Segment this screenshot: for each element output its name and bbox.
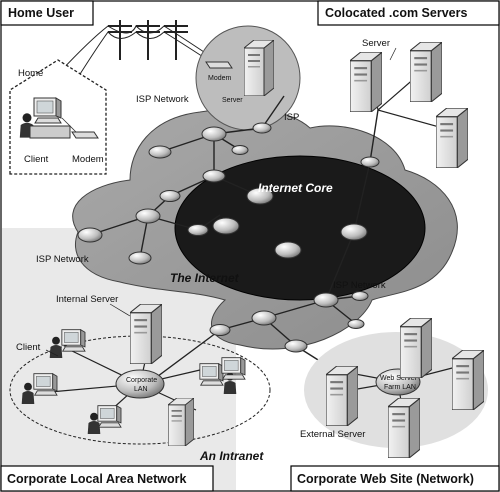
router [201,126,227,142]
colocated-title: Colocated .com Servers [325,6,467,20]
isp-network-top-label: ISP Network [136,94,189,105]
router [209,324,231,336]
corporate-lan-hub [115,369,165,399]
router [246,187,274,205]
colocated-server-icon [436,108,468,168]
web-server-farm-label-1: Web Server [380,375,417,382]
quadrant-title-colocated: Colocated .com Servers [317,0,500,26]
internet-core-label: Internet Core [258,181,333,195]
web-server-icon [400,318,432,378]
colocated-servers: Server [350,38,468,168]
router [135,208,161,224]
corporate-lan-hub-label-2: LAN [134,386,148,393]
utility-poles [59,20,215,91]
home-user-title: Home User [8,6,74,20]
lan-client-computer [199,363,224,386]
router [148,145,172,159]
isp-label: ISP [284,112,299,123]
router [351,291,369,301]
home-desk [29,125,71,139]
corporate-web-site: Web Server Farm LAN External Server [300,318,488,458]
web-server-icon [388,398,420,458]
colocated-server-label: Server [362,38,390,49]
isp-network-right-label: ISP Network [333,280,386,291]
router [77,227,103,243]
routers [77,122,380,353]
colocated-server-icon [410,42,442,102]
web-server-icon [326,366,358,426]
lan-client-computer [221,357,246,380]
isp-server-label: Server [222,97,243,104]
router [128,251,152,265]
isp-network-left-label: ISP Network [36,254,89,265]
router [313,292,339,308]
router [202,169,226,183]
lan-client-computer [61,329,86,352]
colocated-server-icon [350,52,382,112]
corporate-lan-title: Corporate Local Area Network [7,472,186,486]
router [360,156,380,168]
quadrant-title-corporate-web: Corporate Web Site (Network) [290,465,500,492]
isp-modem-device [205,61,233,69]
corporate-lan: Corporate LAN Internal Server Client An … [9,294,271,463]
router [187,224,209,236]
lan-client-computer [97,405,122,428]
corporate-lan-hub-label-1: Corporate [126,377,157,384]
lan-server-icon [168,398,194,446]
quadrant-title-corporate-lan: Corporate Local Area Network [0,465,214,492]
quadrant-title-home-user: Home User [0,0,94,26]
isp-site: Modem Server ISP [195,25,301,131]
router [212,217,240,235]
internal-server-icon [130,304,162,364]
home-modem-label: Modem [72,154,104,165]
corporate-web-title: Corporate Web Site (Network) [297,472,474,486]
router [284,339,308,353]
home-client-label: Client [24,154,49,165]
internal-server-label: Internal Server [56,294,118,305]
router [340,223,368,241]
web-server-icon [452,350,484,410]
router [159,190,181,202]
router [231,145,249,155]
router [274,241,302,259]
home-label: Home [18,68,43,79]
lan-client-label: Client [16,342,41,353]
isp-modem-label: Modem [208,75,232,82]
lan-client-computer [33,373,58,396]
the-internet-label: The Internet [170,271,240,285]
intranet-label: An Intranet [199,449,264,463]
home-client-computer [33,97,62,124]
home-house: Home Client Modem [9,59,107,175]
router [251,310,277,326]
router [252,122,272,134]
external-server-label: External Server [300,429,365,440]
isp-server-icon [244,40,274,96]
home-modem-device [71,131,99,139]
router [347,319,365,329]
web-server-farm-label-2: Farm LAN [384,384,416,391]
